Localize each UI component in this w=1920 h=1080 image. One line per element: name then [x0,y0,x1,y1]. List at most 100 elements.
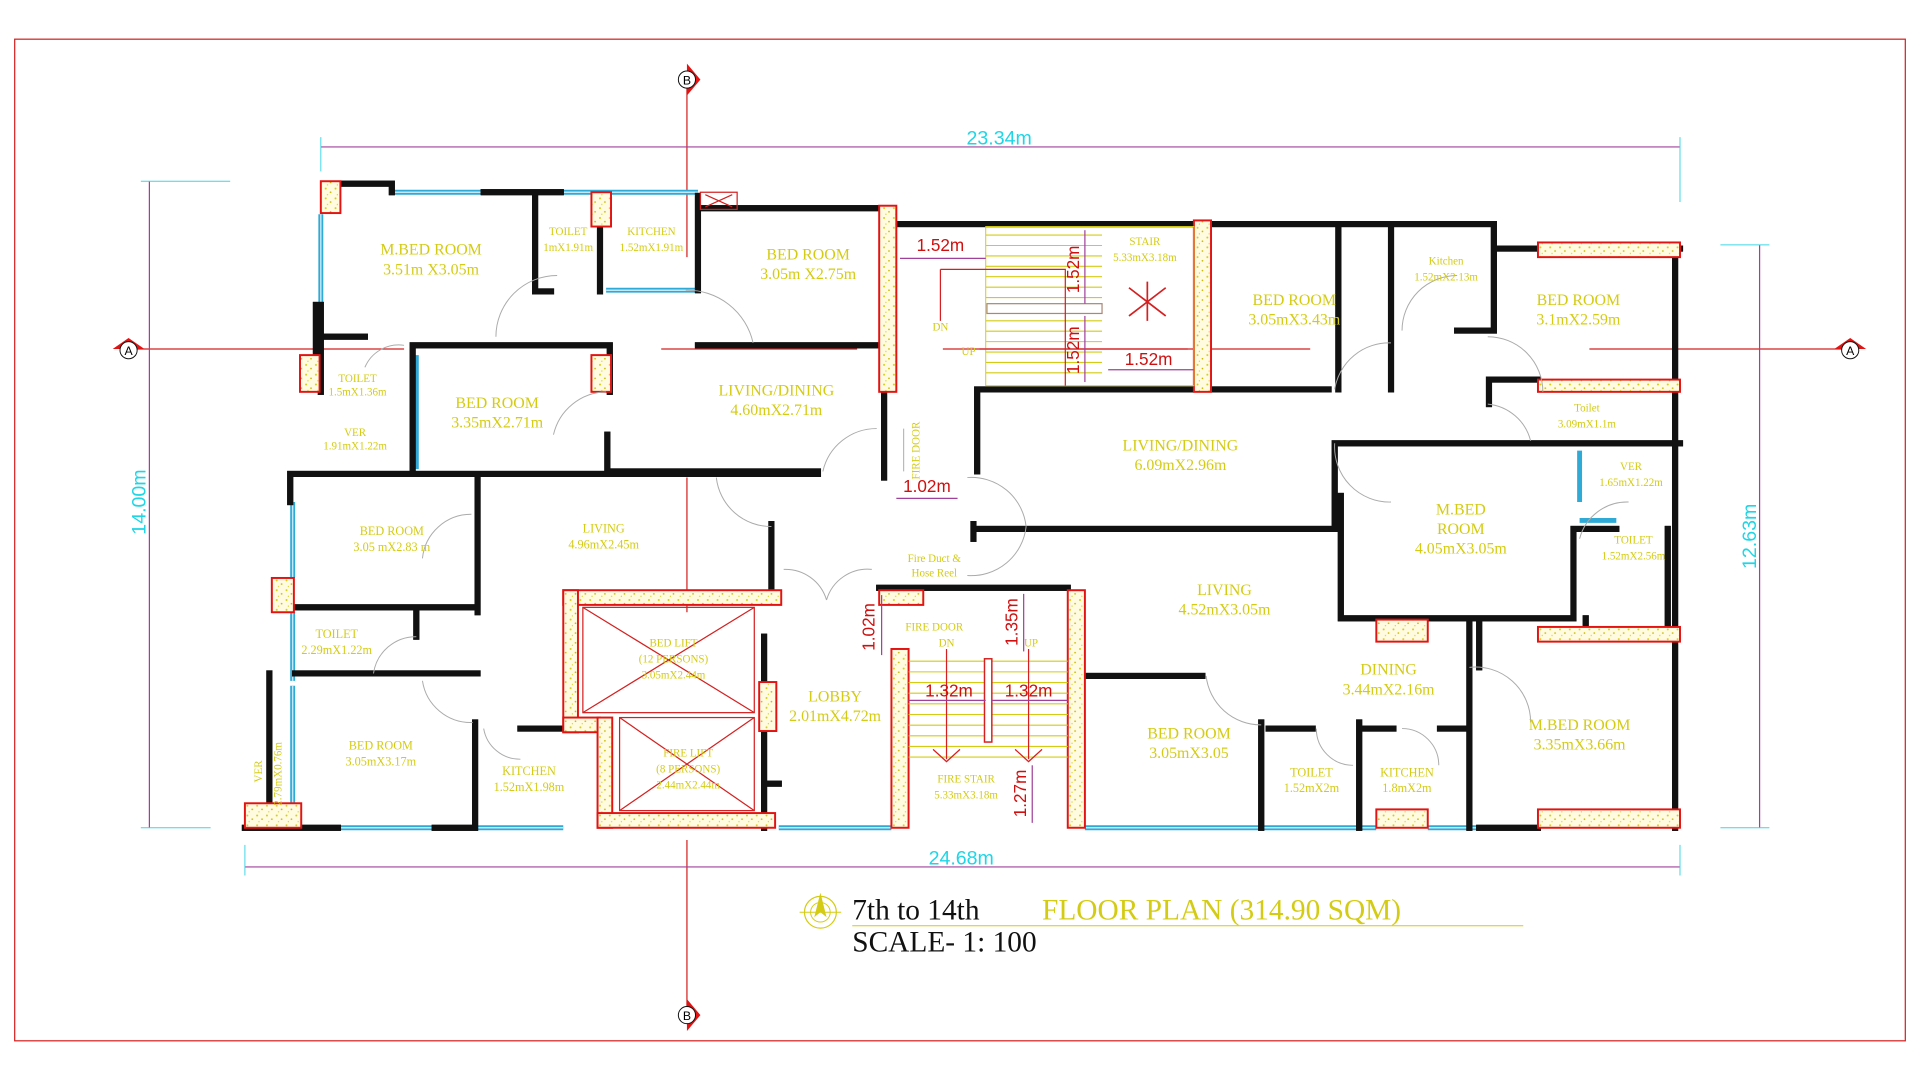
room-name: FIRE STAIR [937,773,995,785]
dimension-left: 14.00m [129,469,151,534]
room-size: 6.09mX2.96m [1134,457,1227,474]
stair-dn-label: DN [932,322,948,334]
room-size: 3.05m X2.75m [760,266,857,283]
main-stair [939,226,1195,387]
overall-dimension-lines [140,137,1770,876]
title-floor-plan: FLOOR PLAN (314.90 SQM) [1042,895,1401,927]
room-size: 5.33mX3.18m [934,789,998,801]
room-size: 4.96mX2.45m [568,538,639,552]
room-size: 1.52mX2.56m [1602,551,1666,563]
room-name: LIVING/DINING [718,383,834,400]
lift-name: BED LIFT [649,638,697,650]
dim-fire-stair-landing: 1.35m [1002,598,1022,646]
room-name: TOILET [1290,765,1333,779]
room-size: 1.52mX2m [1284,781,1340,795]
room-name: TOILET [338,373,377,385]
lift-capacity: (12 PERSONS) [639,653,709,665]
room-size: 5.33mX3.18m [1113,252,1177,264]
room-size: 1.8mX2m [1382,781,1432,795]
room-size: 4.05mX3.05m [1415,540,1508,557]
room-name: VER [344,427,367,439]
lift-capacity: (8 PERSONS) [656,764,720,776]
room-name: LOBBY [808,689,862,706]
room-size: 3.35mX3.66m [1534,736,1627,753]
room-name: LIVING [583,522,625,536]
dimension-bottom: 24.68m [929,847,994,869]
dim-fire-stair-flight-1: 1.32m [925,681,973,701]
fire-duct-label: Fire Duct & [908,553,962,565]
fire-stair-dn-label: DN [939,638,955,650]
room-size: 3.51m X3.05m [383,261,480,278]
interior-dimension-lines [881,230,1194,823]
room-size: 3.1mX2.59m [1536,311,1621,328]
room-name: BED ROOM [1537,292,1621,309]
fire-duct-label: Hose Reel [911,568,957,580]
room-size: 3.05 mX2.83 m [353,540,430,554]
dim-fire-stair-flight-2: 1.32m [1005,681,1053,701]
room-name: BED ROOM [455,395,539,412]
room-size: 1.65mX1.22m [1599,477,1663,489]
room-name: KITCHEN [627,226,675,238]
room-name: VER [1620,461,1643,473]
room-size: 2.79mX0.76m [273,742,285,806]
room-name: M.BED ROOM [1529,717,1631,734]
room-name: BED ROOM [360,524,424,538]
title-scale: SCALE- 1: 100 [852,926,1036,958]
room-size: 3.05mX3.17m [345,754,416,768]
room-name: LIVING/DINING [1123,438,1239,455]
north-arrow-icon [799,892,842,929]
room-size: 3.05mX3.43m [1248,311,1341,328]
room-size: 3.09mX1.1m [1558,418,1617,430]
fire-door-label: FIRE DOOR [911,421,923,479]
room-name: Kitchen [1429,255,1464,267]
room-size: 2.29mX1.22m [301,643,372,657]
fire-stair [908,648,1068,763]
columns [243,180,1681,829]
title-floors: 7th to 14th [852,895,980,927]
walls [241,184,1680,828]
room-size: 1.52mX1.91m [620,242,684,254]
room-name: TOILET [315,627,358,641]
room-size: 3.35mX2.71m [451,414,544,431]
room-name: M.BED ROOM [380,242,482,259]
fire-stair-up-label: UP [1024,638,1038,650]
lift-name: FIRE LIFT [663,748,713,760]
room-size: 1.5mX1.36m [328,387,387,399]
room-name: LIVING [1197,582,1252,599]
room-name: Toilet [1574,402,1600,414]
lift-size: 3.05mX2.44m [642,669,706,681]
room-size: 1mX1.91m [543,242,593,254]
lift-shafts [582,191,755,812]
grid-marker-b-top: B [677,63,701,96]
room-name-line-2: ROOM [1437,521,1485,538]
room-size: 3.44mX2.16m [1343,681,1436,698]
title-block: 7th to 14th FLOOR PLAN (314.90 SQM) SCAL… [799,892,1524,958]
grid-marker-a-left: A [112,337,145,360]
lift-size: 2.44mX2.44m [656,780,720,792]
room-name: BED ROOM [766,247,850,264]
fire-door-label: FIRE DOOR [905,622,963,634]
grid-label: A [1846,344,1855,358]
dim-fire-stair-door: 1.02m [858,603,878,651]
room-name: TOILET [549,226,588,238]
dim-fire-stair-bottom: 1.27m [1010,770,1030,818]
dim-fire-door: 1.02m [903,476,951,496]
room-size: 3.05mX3.05 [1149,745,1229,762]
dim-stair-landing: 1.52m [917,235,965,255]
room-name: BED ROOM [1253,292,1337,309]
room-size: 1.52mX1.98m [494,780,565,794]
room-size: 2.01mX4.72m [789,708,882,725]
room-name: KITCHEN [502,764,556,778]
room-labels: M.BED ROOM 3.51m X3.05m TOILET 1mX1.91m … [253,226,1666,806]
room-name: STAIR [1129,236,1161,248]
dimension-top: 23.34m [967,127,1032,149]
dim-stair-flight-1: 1.52m [1063,246,1083,294]
grid-label: B [683,73,691,87]
room-name: KITCHEN [1380,765,1434,779]
door-swings [364,275,1629,766]
room-name: VER [253,760,265,783]
dimension-right: 12.63m [1739,504,1761,569]
room-size: 1.91mX1.22m [323,440,387,452]
room-name: DINING [1360,662,1417,679]
